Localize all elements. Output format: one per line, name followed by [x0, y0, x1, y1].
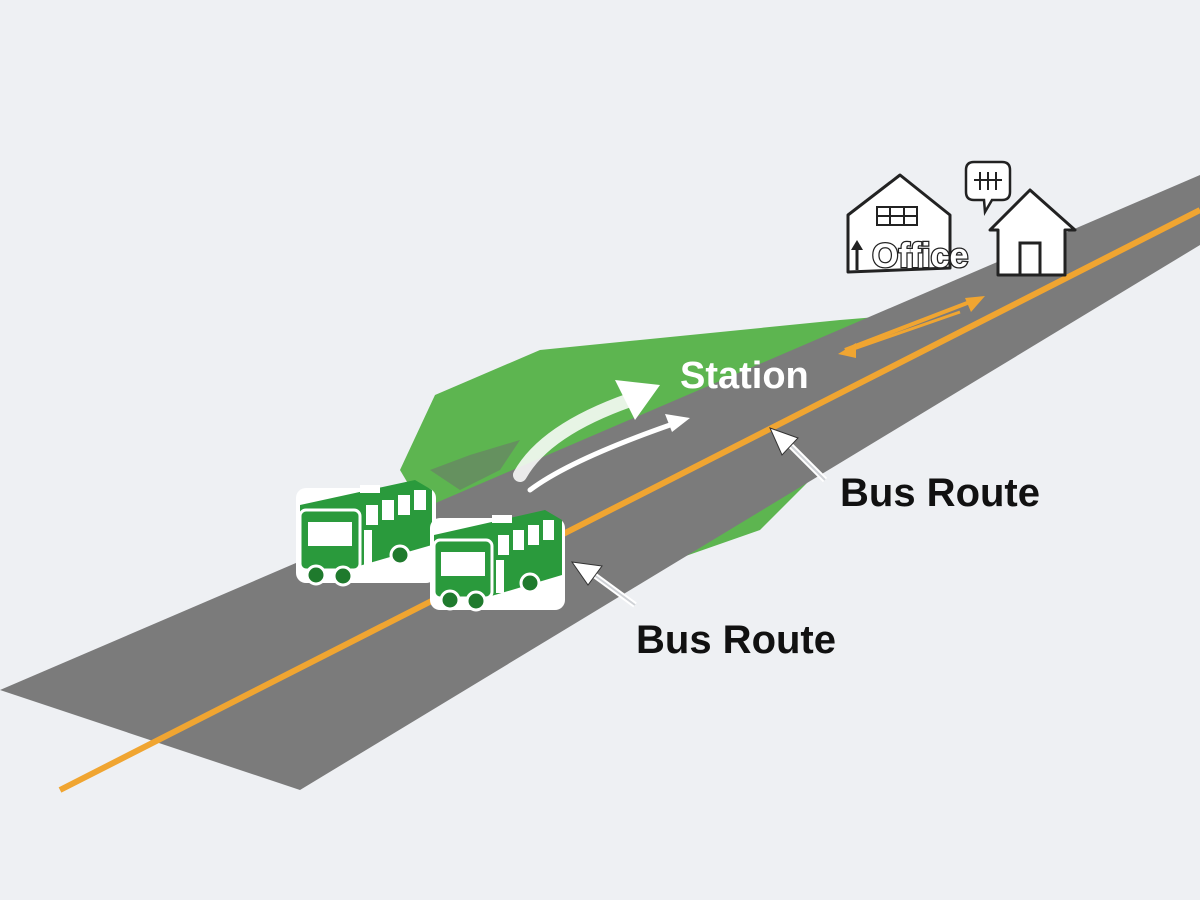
two-way-arrows	[838, 296, 985, 358]
station-label: Station	[680, 355, 809, 397]
bus-route-label-lower: Bus Route	[636, 618, 836, 662]
bus-route-label-upper: Bus Route	[840, 471, 1040, 515]
road-shadow	[430, 440, 520, 490]
bus-route-pointer-lower	[570, 561, 637, 608]
office-building-icon	[846, 173, 952, 274]
speech-bubble-icon	[964, 160, 1012, 217]
route-arrows	[513, 380, 690, 493]
bus-route-pointer-upper	[769, 427, 828, 483]
road-centerline	[58, 207, 1200, 793]
house-icon	[988, 188, 1077, 277]
bus-icon	[430, 510, 565, 612]
office-label: Office	[872, 237, 968, 275]
bus-icon	[296, 480, 436, 587]
